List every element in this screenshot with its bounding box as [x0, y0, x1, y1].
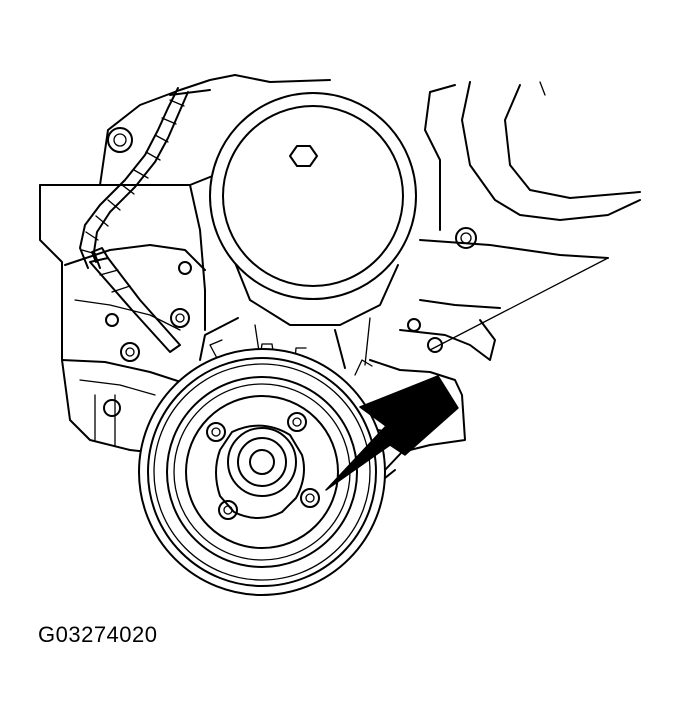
upper-housing — [199, 92, 417, 369]
pulley-bolts — [206, 412, 320, 520]
wiring-harness — [79, 87, 189, 353]
arrow-icon — [325, 375, 459, 491]
figure-code: G03274020 — [38, 622, 158, 647]
crankshaft-pulley — [138, 348, 386, 596]
